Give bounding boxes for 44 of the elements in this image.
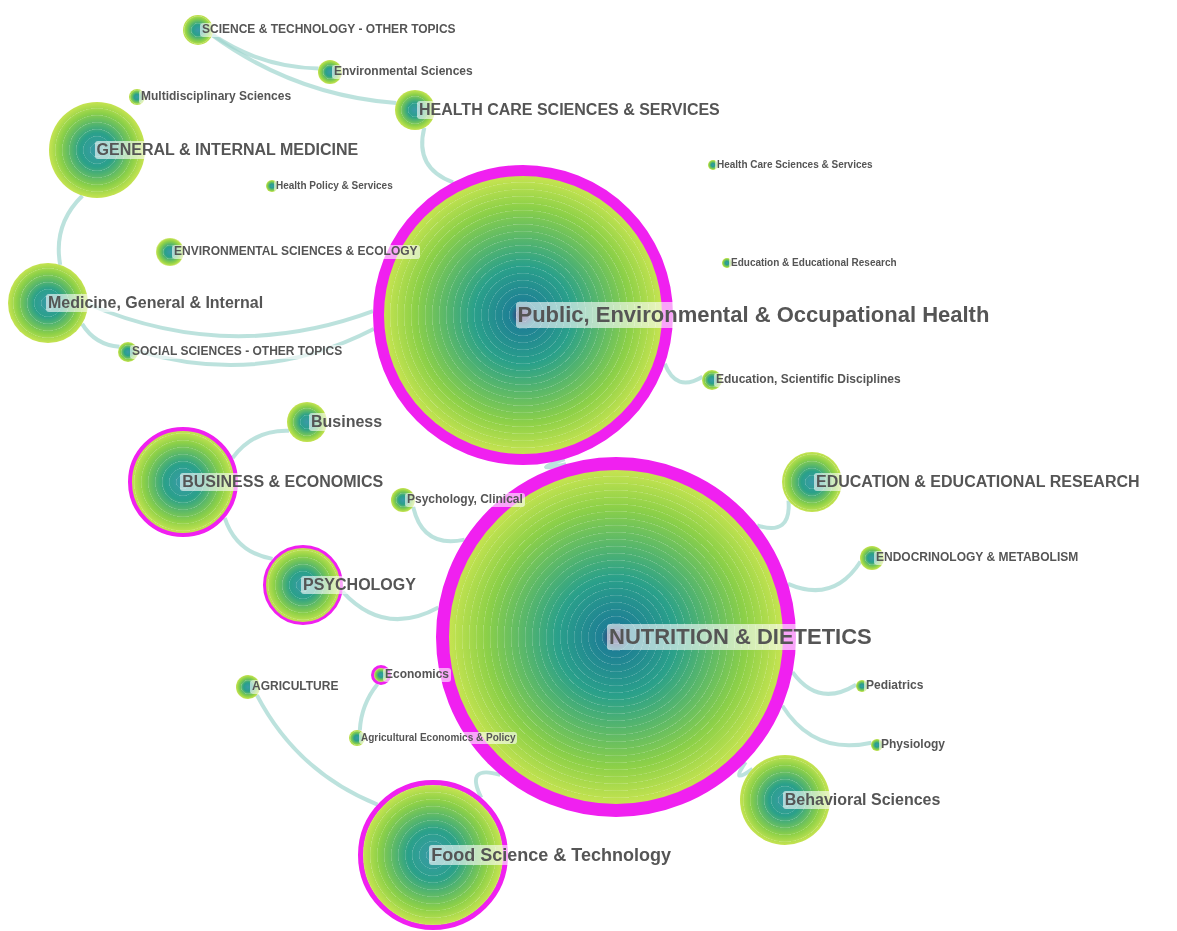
node-label: PSYCHOLOGY <box>301 575 418 595</box>
link-line <box>210 33 397 106</box>
link-line <box>137 327 375 367</box>
node-label: AGRICULTURE <box>250 680 341 694</box>
link-line <box>56 194 84 266</box>
node-label: ENVIRONMENTAL SCIENCES & ECOLOGY <box>172 245 420 259</box>
node-label: Food Science & Technology <box>429 844 673 866</box>
node-label: Economics <box>383 668 452 682</box>
node-label: Medicine, General & Internal <box>46 293 266 313</box>
link-line <box>737 760 754 778</box>
link-line <box>790 670 858 696</box>
link-line <box>544 457 567 470</box>
link-line <box>787 560 863 593</box>
link-line <box>255 694 379 807</box>
node-label: SOCIAL SCIENCES - OTHER TOPICS <box>130 345 345 359</box>
node-label: Physiology <box>879 738 947 752</box>
link-line <box>222 517 273 561</box>
node-label: HEALTH CARE SCIENCES & SERVICES <box>417 100 722 120</box>
link-line <box>87 302 374 339</box>
link-line <box>420 127 454 185</box>
node-label: ENDOCRINOLOGY & METABOLISM <box>874 551 1081 565</box>
node-label: EDUCATION & EDUCATIONAL RESEARCH <box>814 472 1142 492</box>
node-label: Psychology, Clinical <box>405 493 525 507</box>
node-label: Public, Environmental & Occupational Health <box>515 302 992 328</box>
link-line <box>211 32 319 71</box>
node-label: Health Policy & Services <box>274 180 395 192</box>
node-label: BUSINESS & ECONOMICS <box>180 472 386 492</box>
node-label: Health Care Sciences & Services <box>715 159 875 171</box>
node-label: Behavioral Sciences <box>782 790 943 810</box>
node-label: Pediatrics <box>864 679 926 693</box>
link-line <box>341 590 440 622</box>
link-line <box>662 363 704 385</box>
link-line <box>411 506 465 544</box>
link-line <box>230 428 289 460</box>
link-line <box>780 704 872 748</box>
node-label: Multidisciplinary Sciences <box>139 90 294 104</box>
node-label: SCIENCE & TECHNOLOGY - OTHER TOPICS <box>200 23 458 37</box>
node-label: GENERAL & INTERNAL MEDICINE <box>94 140 361 160</box>
node-label: Environmental Sciences <box>332 65 475 79</box>
node-label: NUTRITION & DIETETICS <box>607 624 874 650</box>
link-line <box>80 322 120 349</box>
link-line <box>357 683 379 731</box>
node-label: Agricultural Economics & Policy <box>359 732 518 744</box>
node-label: Business <box>309 412 385 432</box>
